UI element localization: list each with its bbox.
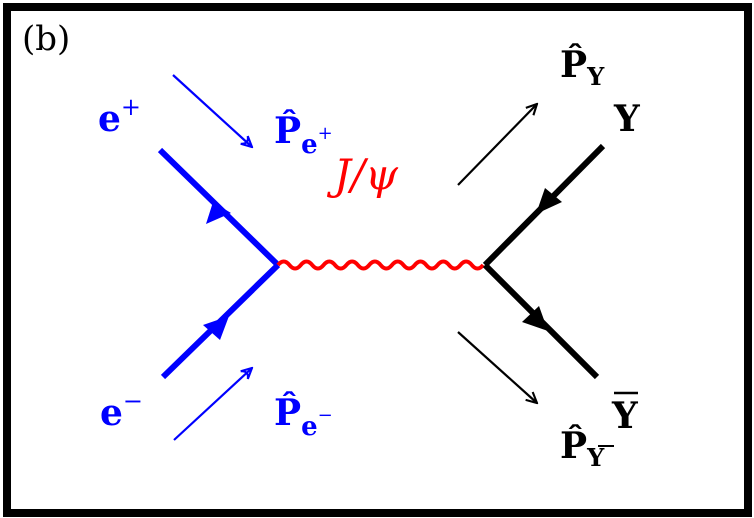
- hyperon-direction-arrow-icon: [536, 188, 562, 214]
- momentum-label-electron: P̂e−: [274, 391, 333, 442]
- momentum-arrow-electron: [173, 368, 252, 441]
- momentum-arrow-positron: [172, 74, 252, 147]
- electron-label: e−: [100, 387, 143, 434]
- positron-line: [157, 147, 281, 268]
- jpsi-label: J/ψ: [326, 150, 399, 199]
- momentum-label-positron: P̂e+: [274, 109, 333, 160]
- momentum-arrow-hyperon: [457, 104, 537, 186]
- antihyperon-direction-arrow-icon: [522, 306, 548, 331]
- svg-text:Y: Y: [611, 395, 639, 437]
- positron-label: e+: [98, 93, 141, 140]
- momentum-label-antihyperon: P̂Y: [560, 424, 614, 472]
- momentum-label-hyperon: P̂Y: [560, 43, 605, 91]
- panel-label: (b): [22, 19, 70, 59]
- jpsi-propagator: [276, 259, 485, 271]
- momentum-arrow-antihyperon: [457, 331, 537, 403]
- electron-direction-arrow-icon: [203, 316, 229, 340]
- antihyperon-label: Y: [611, 391, 639, 437]
- figure-frame: [3, 3, 752, 517]
- svg-text:P̂Y: P̂Y: [560, 424, 605, 472]
- hyperon-line: [482, 143, 606, 268]
- hyperon-label: Y: [613, 98, 641, 140]
- positron-direction-arrow-icon: [206, 202, 231, 224]
- electron-line: [160, 262, 281, 380]
- antihyperon-line: [482, 262, 600, 380]
